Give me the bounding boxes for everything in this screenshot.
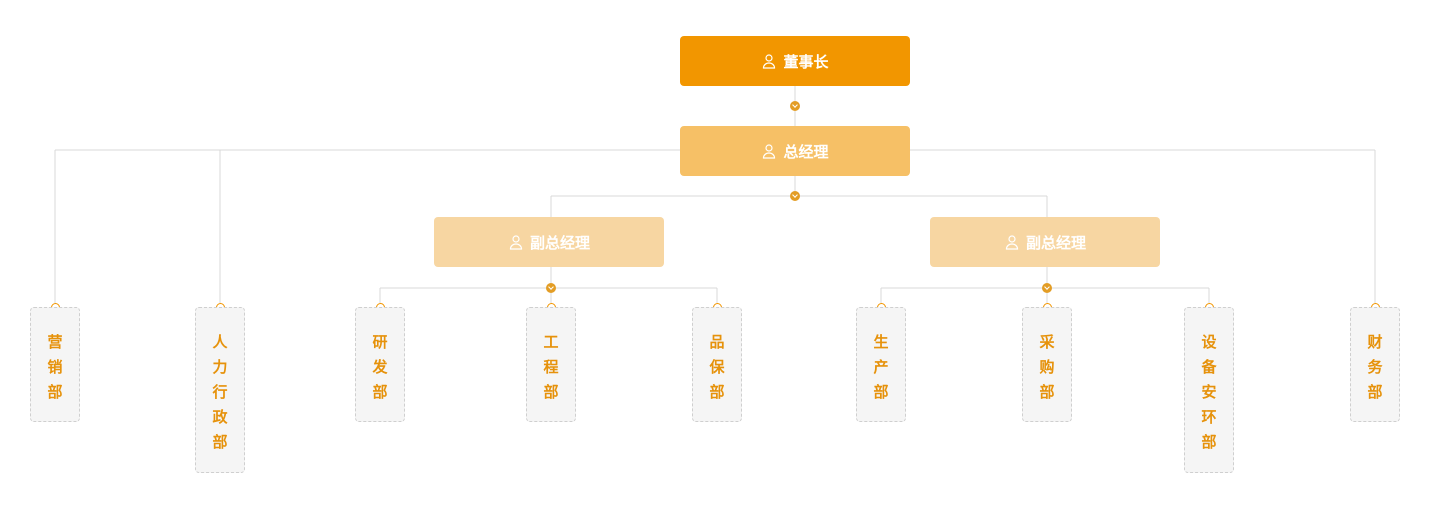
dept-label-char: 部 (1201, 433, 1217, 451)
dept-label-char: 产 (873, 358, 889, 376)
general-manager-node[interactable]: 总经理 (680, 126, 910, 176)
deputy-gm-node-1[interactable]: 副总经理 (434, 217, 664, 267)
dept-equipment-safety-env[interactable]: 设 备 安 环 部 (1184, 307, 1234, 473)
expand-chevron-icon[interactable] (790, 101, 800, 111)
dept-quality[interactable]: 品 保 部 (692, 307, 742, 422)
dept-procurement[interactable]: 采 购 部 (1022, 307, 1072, 422)
dept-label-char: 部 (212, 433, 228, 451)
dept-label-char: 安 (1201, 383, 1217, 401)
dept-label-char: 品 (709, 333, 725, 351)
dept-marketing[interactable]: 营 销 部 (30, 307, 80, 422)
dept-production[interactable]: 生 产 部 (856, 307, 906, 422)
dept-engineering[interactable]: 工 程 部 (526, 307, 576, 422)
deputy-gm-label: 副总经理 (529, 233, 590, 252)
deputy-gm-label: 副总经理 (1025, 233, 1086, 252)
deputy-gm-node-2[interactable]: 副总经理 (930, 217, 1160, 267)
dept-label-char: 环 (1201, 408, 1217, 426)
dept-label-char: 部 (47, 383, 63, 401)
dept-label-char: 务 (1367, 358, 1383, 376)
dept-label-char: 部 (372, 383, 388, 401)
person-icon (1004, 234, 1020, 250)
expand-chevron-icon[interactable] (1042, 283, 1052, 293)
dept-label-char: 保 (709, 358, 725, 376)
dept-label-char: 行 (212, 383, 228, 401)
dept-label-char: 生 (873, 333, 889, 351)
dept-label-char: 发 (372, 358, 388, 376)
dept-label-char: 备 (1201, 358, 1217, 376)
dept-label-char: 财 (1367, 333, 1383, 351)
dept-label-char: 力 (212, 358, 228, 376)
chairman-node[interactable]: 董事长 (680, 36, 910, 86)
dept-label-char: 部 (709, 383, 725, 401)
dept-hr-admin[interactable]: 人 力 行 政 部 (195, 307, 245, 473)
person-icon (508, 234, 524, 250)
dept-label-char: 工 (543, 333, 559, 351)
dept-finance[interactable]: 财 务 部 (1350, 307, 1400, 422)
dept-label-char: 程 (543, 358, 559, 376)
person-icon (761, 143, 777, 159)
dept-label-char: 部 (1039, 383, 1055, 401)
dept-label-char: 设 (1201, 333, 1217, 351)
dept-label-char: 购 (1039, 358, 1055, 376)
general-manager-label: 总经理 (783, 142, 829, 161)
dept-label-char: 部 (873, 383, 889, 401)
expand-chevron-icon[interactable] (790, 191, 800, 201)
dept-label-char: 采 (1039, 333, 1055, 351)
dept-label-char: 人 (212, 333, 228, 351)
dept-label-char: 营 (47, 333, 63, 351)
dept-label-char: 部 (1367, 383, 1383, 401)
dept-label-char: 部 (543, 383, 559, 401)
expand-chevron-icon[interactable] (546, 283, 556, 293)
person-icon (761, 53, 777, 69)
dept-rnd[interactable]: 研 发 部 (355, 307, 405, 422)
dept-label-char: 政 (212, 408, 228, 426)
dept-label-char: 销 (47, 358, 63, 376)
dept-label-char: 研 (372, 333, 388, 351)
chairman-label: 董事长 (783, 52, 829, 71)
